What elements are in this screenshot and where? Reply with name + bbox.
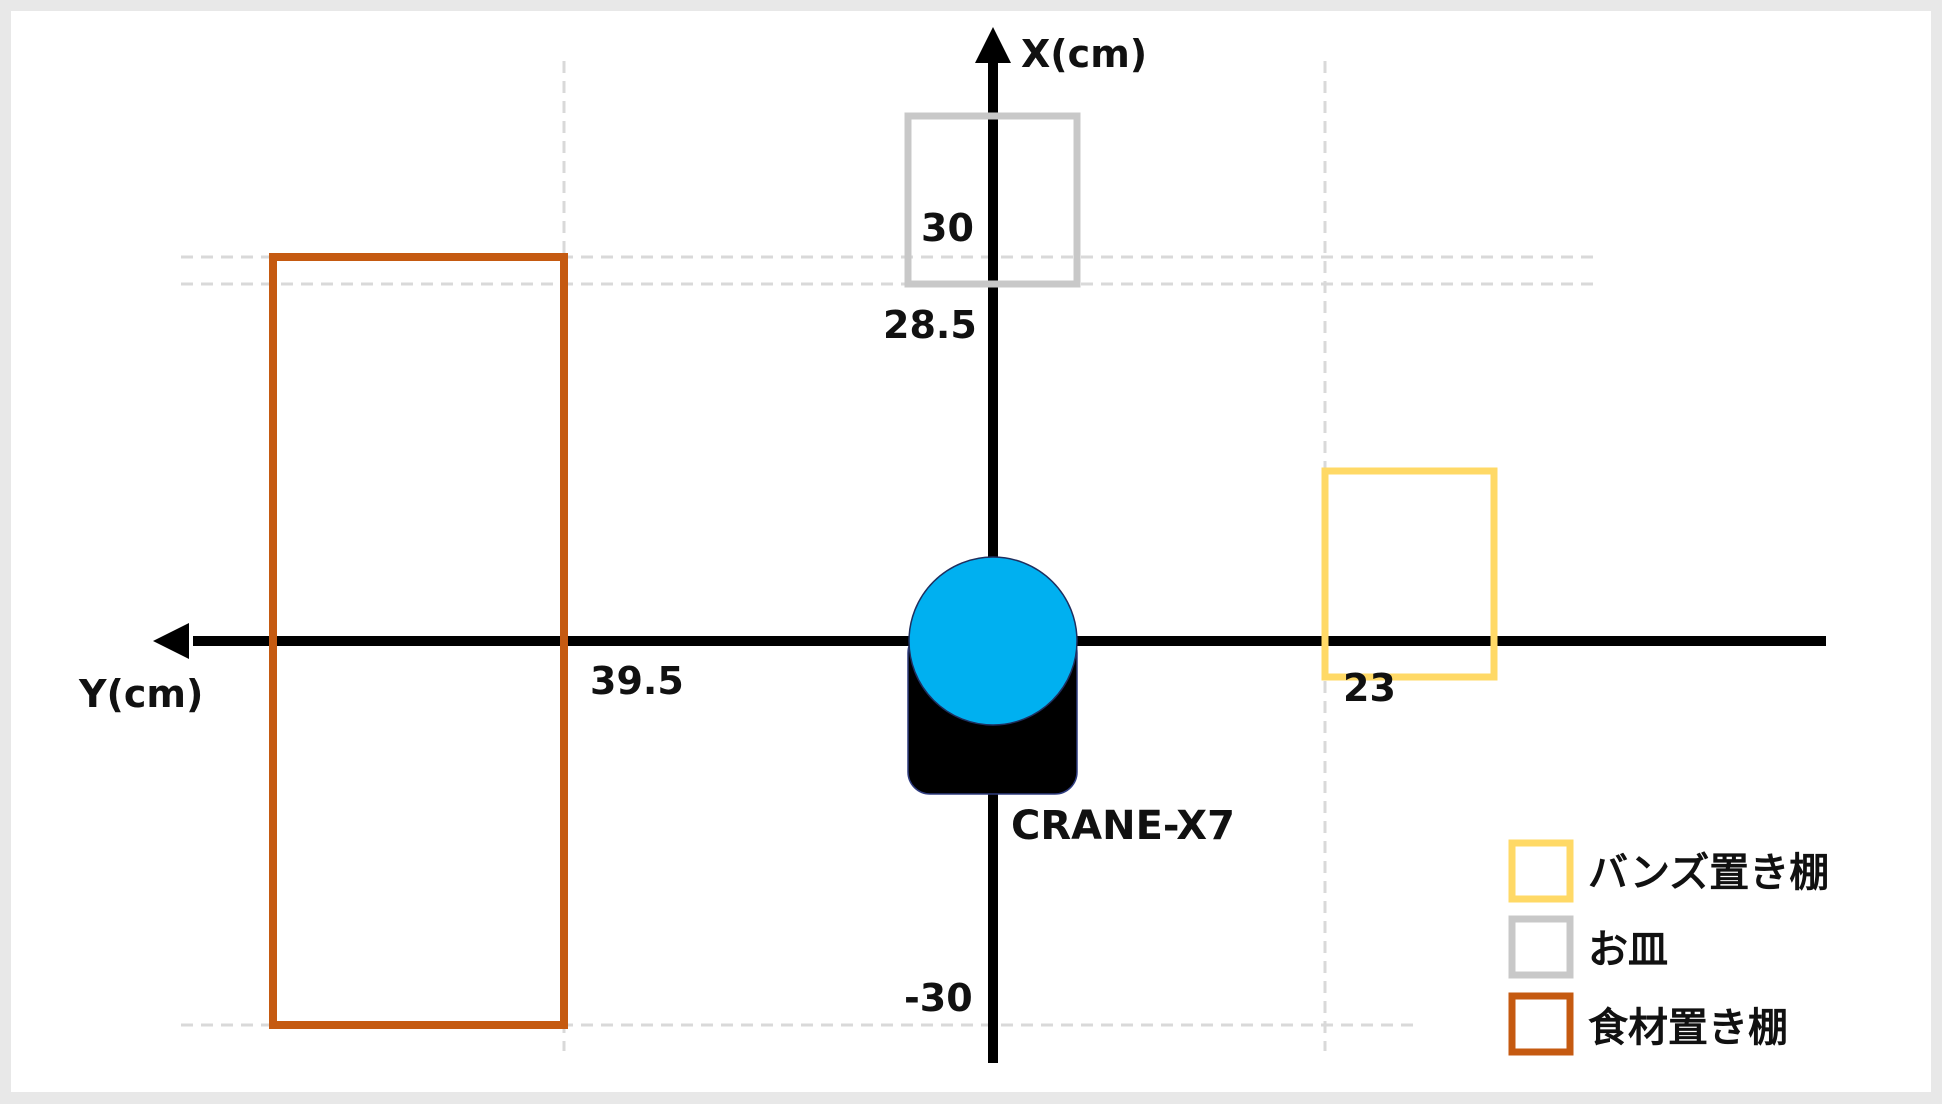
legend-label-ingredient-shelf: 食材置き棚 bbox=[1588, 1005, 1788, 1051]
legend-label-buns-shelf: バンズ置き棚 bbox=[1588, 850, 1829, 896]
tick-y-23: 23 bbox=[1343, 666, 1396, 710]
tick-x-28-5: 28.5 bbox=[883, 303, 977, 347]
buns-shelf-rect bbox=[1321, 467, 1498, 681]
coordinate-diagram: X(cm) Y(cm) 30 28.5 -30 39.5 23 CRANE-X7… bbox=[78, 27, 1829, 1063]
legend-label-plate: お皿 bbox=[1588, 927, 1668, 973]
diagram-canvas: X(cm) Y(cm) 30 28.5 -30 39.5 23 CRANE-X7… bbox=[11, 11, 1931, 1092]
guide-lines bbox=[181, 61, 1596, 1051]
tick-x-30: 30 bbox=[921, 206, 974, 250]
y-axis-label: Y(cm) bbox=[78, 672, 203, 716]
tick-y-39-5: 39.5 bbox=[590, 659, 684, 703]
legend-swatch-plate bbox=[1508, 915, 1574, 979]
tick-x-neg30: -30 bbox=[904, 976, 973, 1020]
robot-name-label: CRANE-X7 bbox=[1011, 803, 1235, 849]
robot-body-icon bbox=[908, 556, 1078, 726]
legend-swatch-buns-shelf bbox=[1508, 839, 1574, 903]
x-axis-label: X(cm) bbox=[1021, 32, 1147, 76]
plate-rect bbox=[904, 112, 1081, 288]
ingredient-shelf-rect bbox=[269, 253, 568, 1029]
y-axis-arrow-icon bbox=[153, 623, 189, 659]
legend-swatch-ingredient-shelf bbox=[1508, 992, 1574, 1056]
legend: バンズ置き棚 お皿 食材置き棚 bbox=[1508, 839, 1829, 1056]
x-axis-arrow-icon bbox=[975, 27, 1011, 63]
